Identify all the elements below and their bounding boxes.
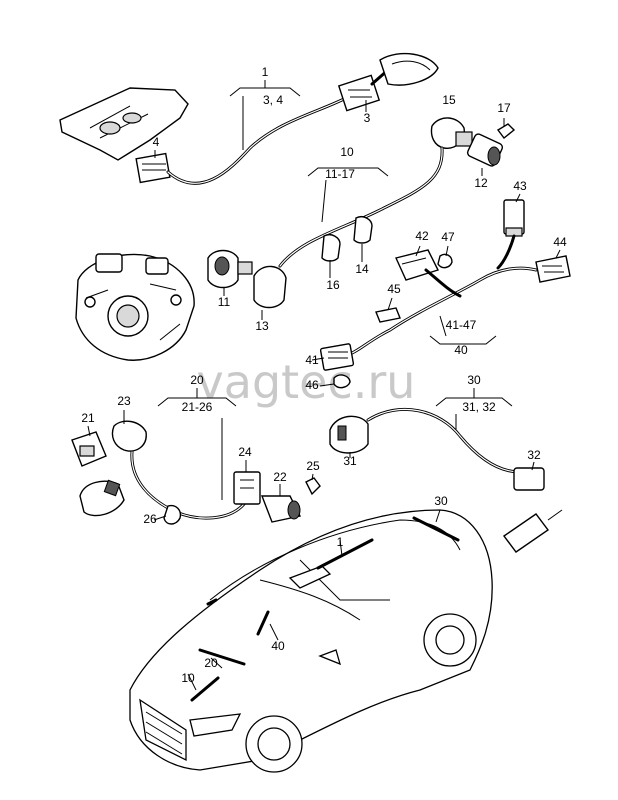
callout-label-c13: 13 — [255, 319, 269, 333]
callout-label-c30: 30 — [467, 373, 481, 387]
callout-label-c1: 1 — [262, 65, 269, 79]
callout-label-c23: 23 — [117, 394, 131, 408]
callout-label-c41: 41 — [305, 353, 319, 367]
callout-label-c16: 16 — [326, 278, 340, 292]
bracket-40 — [429, 315, 497, 345]
callout-label-c3: 3 — [364, 111, 371, 125]
callout-label-c10: 10 — [340, 145, 354, 159]
callout-label-c14: 14 — [355, 262, 369, 276]
callout-label-c20b: 20 — [204, 656, 218, 670]
callout-label-c30b: 30 — [434, 494, 448, 508]
watermark: vagtec.ru — [197, 355, 416, 409]
bracket-10 — [307, 167, 389, 223]
callout-label-c44: 44 — [553, 235, 567, 249]
callout-label-c40b: 40 — [271, 639, 285, 653]
callout-label-c22: 22 — [273, 470, 287, 484]
callout-label-c4: 4 — [153, 135, 160, 149]
callout-label-c20: 20 — [190, 373, 204, 387]
callout-label-c46: 46 — [305, 378, 319, 392]
car-outline — [129, 509, 493, 773]
callout-label-c43: 43 — [513, 179, 527, 193]
callout-label-c24: 24 — [238, 445, 252, 459]
callout-label-c47: 47 — [441, 230, 455, 244]
callout-label-c12: 12 — [474, 176, 488, 190]
roof-console-harness — [59, 52, 439, 185]
callout-label-c3132: 31, 32 — [462, 400, 496, 414]
callout-label-c15: 15 — [442, 93, 456, 107]
callout-label-c40: 40 — [454, 343, 468, 357]
callout-label-c2126: 21-26 — [182, 400, 213, 414]
harness-20 — [71, 410, 321, 525]
sensor-harness-10 — [207, 117, 516, 320]
bracket-30 — [435, 388, 513, 407]
callout-label-c34: 3, 4 — [263, 93, 283, 107]
callout-label-c42: 42 — [415, 229, 429, 243]
callout-label-c21: 21 — [81, 411, 95, 425]
callout-label-c45: 45 — [387, 282, 401, 296]
harness-40 — [311, 193, 571, 389]
callout-label-c32: 32 — [527, 448, 541, 462]
callout-labels: 1 3, 4 3 4 15 17 12 10 11-17 43 42 47 44 16 14 11 13 45 41… — [81, 65, 567, 685]
callout-label-c1117: 11-17 — [325, 167, 355, 181]
harness-30 — [329, 407, 563, 553]
brake-servo-unit — [75, 253, 195, 361]
callout-label-c1b: 1 — [337, 535, 344, 549]
callout-label-c4147: 41-47 — [446, 318, 477, 332]
callout-label-c31: 31 — [343, 454, 357, 468]
callout-label-c26: 26 — [143, 512, 157, 526]
callout-label-c17: 17 — [497, 101, 511, 115]
callout-label-c25: 25 — [306, 459, 320, 473]
bracket-20 — [157, 388, 237, 407]
bracket-1 — [229, 80, 301, 97]
callout-label-c10b: 10 — [181, 671, 195, 685]
callout-label-c11: 11 — [218, 295, 231, 309]
